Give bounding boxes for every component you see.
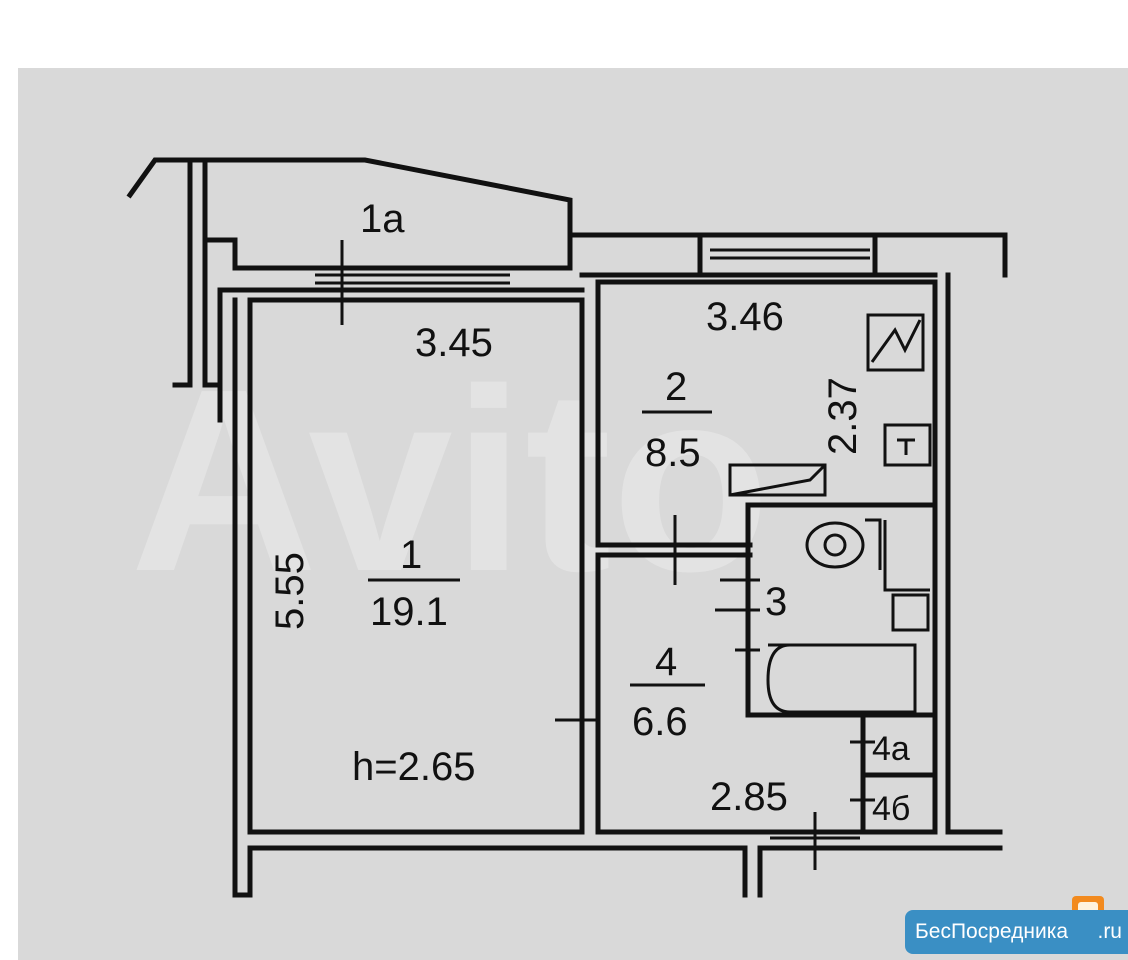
room4b-number: 4б	[872, 790, 910, 828]
washbasin-icon	[891, 593, 930, 632]
room1-number: 1	[400, 533, 422, 577]
door-marks	[340, 240, 875, 870]
labels: 1а 3.45 1 19.1 5.55 h=2.65 3.46 2 8.5 2.…	[268, 197, 910, 828]
room3-number: 3	[765, 580, 787, 624]
fixtures	[728, 313, 932, 714]
bathtub-icon	[766, 643, 917, 714]
room1-length: 5.55	[268, 552, 312, 630]
room2-width: 3.46	[706, 295, 784, 339]
balcony-label: 1а	[360, 197, 405, 241]
room2-length: 2.37	[821, 377, 865, 455]
room1-area: 19.1	[370, 590, 448, 634]
sink-icon	[883, 423, 932, 467]
logo-text: БесПосредника	[915, 920, 1069, 943]
toilet-icon	[805, 521, 865, 569]
room4-area: 6.6	[632, 700, 688, 744]
ceiling-height: h=2.65	[352, 745, 475, 789]
room4-number: 4	[655, 640, 677, 684]
room2-number: 2	[665, 365, 687, 409]
room4-width: 2.85	[710, 775, 788, 819]
stove-icon	[866, 313, 925, 372]
logo-suffix: .ru	[1097, 920, 1122, 943]
room4a-number: 4а	[872, 730, 910, 768]
logo: БесПосредника .ru	[905, 910, 1128, 954]
room2-area: 8.5	[645, 431, 701, 475]
room1-width: 3.45	[415, 321, 493, 365]
